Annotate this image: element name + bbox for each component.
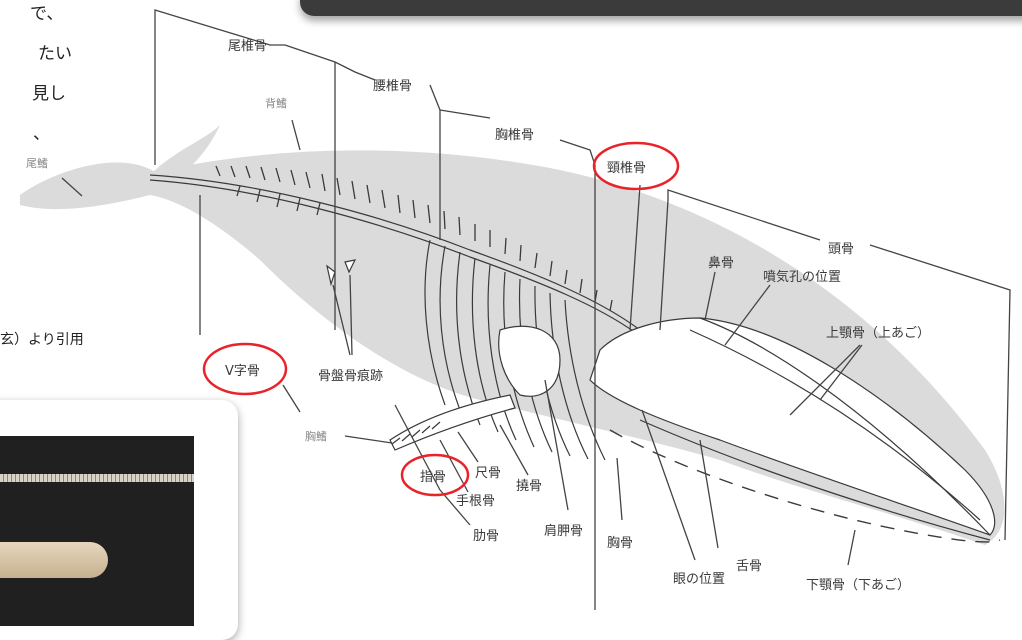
label-ulna: 尺骨: [475, 462, 501, 481]
label-scapula: 肩胛骨: [544, 520, 583, 539]
label-maxilla: 上顎骨（上あご）: [826, 322, 930, 341]
label-phalanges: 指骨: [420, 466, 446, 485]
label-v-bone: V字骨: [225, 360, 260, 379]
label-mandible: 下顎骨（下あご）: [806, 574, 910, 593]
label-nasal-bone: 鼻骨: [708, 252, 734, 271]
label-eye-position: 眼の位置: [673, 568, 725, 587]
label-hyoid: 舌骨: [736, 555, 762, 574]
label-carpals: 手根骨: [456, 490, 495, 509]
label-tail-fin: 尾鰭: [26, 155, 48, 171]
bone-specimen: [0, 542, 108, 578]
label-pelvic-vestige: 骨盤骨痕跡: [318, 365, 383, 384]
label-sternum: 胸骨: [607, 532, 633, 551]
label-cervical-vertebrae: 頸椎骨: [607, 157, 646, 176]
label-lumbar-vertebrae: 腰椎骨: [373, 75, 412, 94]
label-blowhole-position: 噴気孔の位置: [763, 266, 841, 285]
label-thoracic-vertebrae: 胸椎骨: [495, 124, 534, 143]
label-ribs: 肋骨: [473, 525, 499, 544]
flipper-bones: [390, 395, 515, 450]
label-dorsal-fin: 背鰭: [265, 95, 287, 111]
bone-photo: [0, 436, 194, 626]
label-radius: 撓骨: [516, 475, 542, 494]
label-skull: 頭骨: [828, 238, 854, 257]
measuring-ruler: [0, 474, 194, 482]
label-caudal-vertebrae: 尾椎骨: [228, 35, 267, 54]
bone-photo-panel: [0, 400, 238, 640]
label-flipper: 胸鰭: [305, 428, 327, 444]
